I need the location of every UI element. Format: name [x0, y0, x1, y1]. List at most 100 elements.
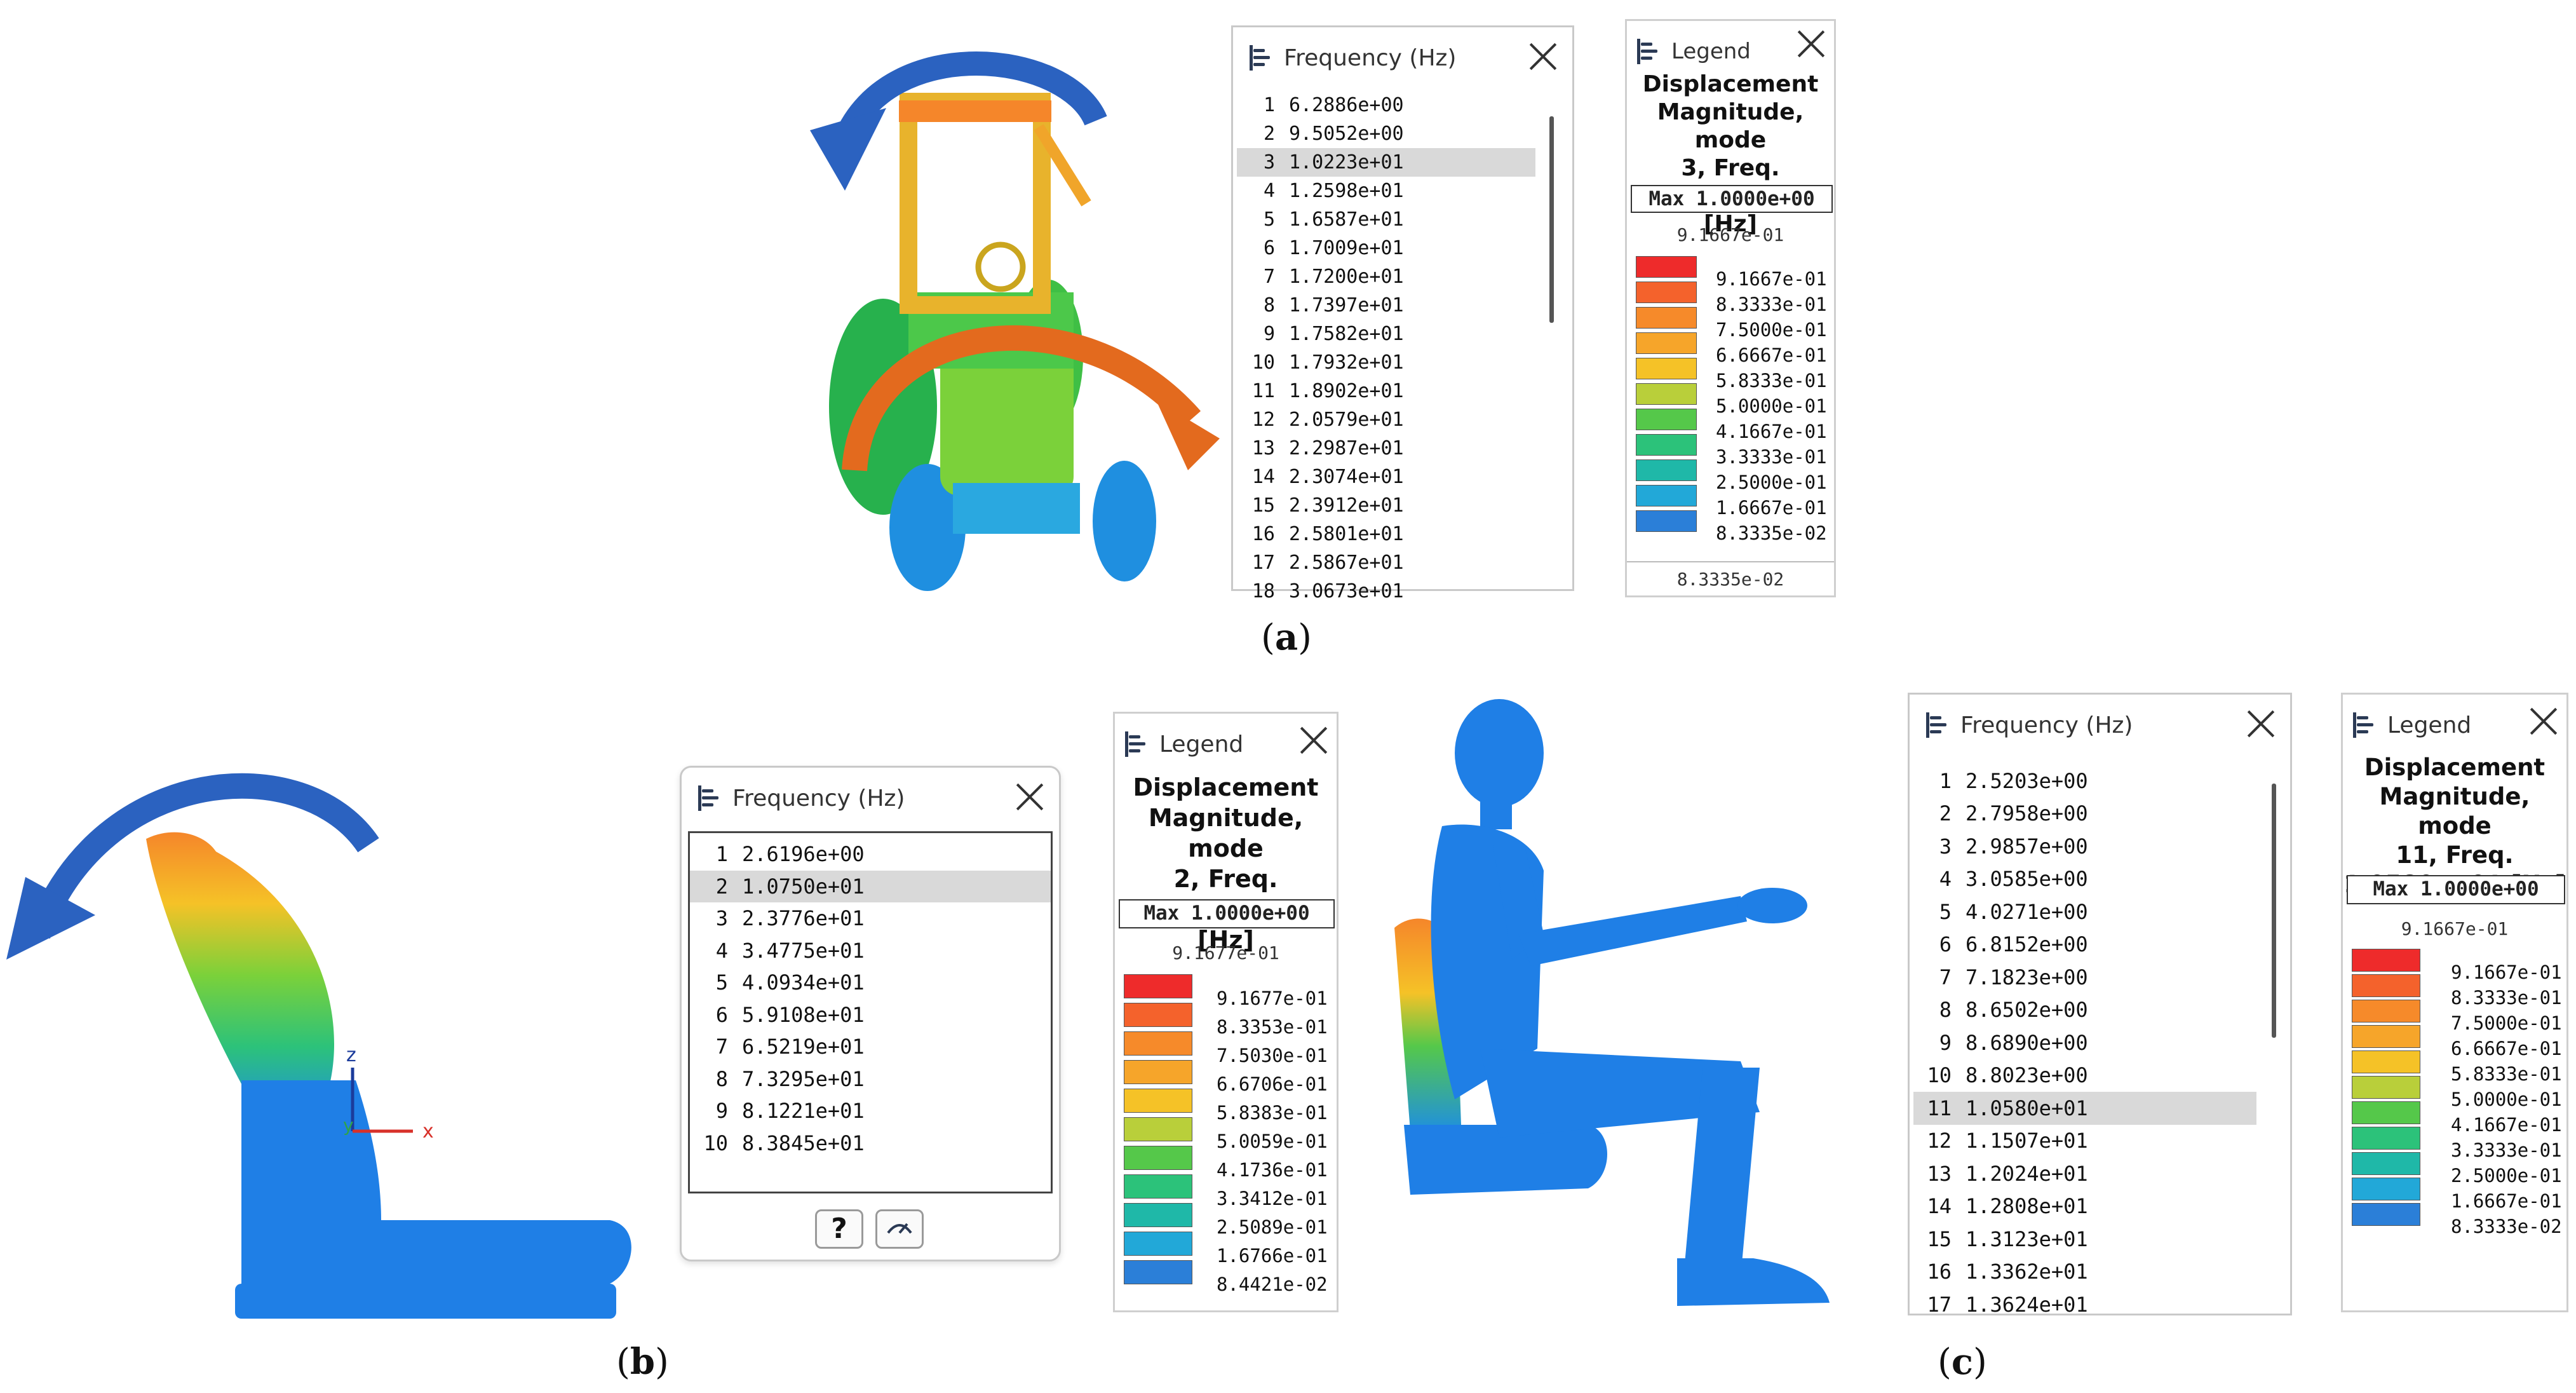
arrow-head-blue	[6, 877, 95, 960]
legend-heading-line: Magnitude, mode	[1657, 99, 1804, 153]
mode-number: 7	[1939, 965, 1952, 989]
close-icon[interactable]	[1796, 29, 1826, 59]
frequency-value: 2.5867e+01	[1289, 552, 1404, 574]
front-wheel-left	[889, 464, 966, 591]
frequency-value: 8.8023e+00	[1966, 1063, 2088, 1088]
steering-wheel	[975, 241, 1026, 292]
legend-heading-line: 11, Freq.	[2396, 841, 2514, 869]
caption-b: (b)	[616, 1341, 669, 1383]
settings-button[interactable]	[875, 1209, 924, 1249]
mode-number: 2	[1939, 801, 1952, 826]
close-icon[interactable]	[1528, 41, 1558, 72]
frequency-value: 5.9108e+01	[742, 1002, 865, 1027]
rotation-arrow-orange	[842, 325, 1201, 472]
frequency-value: 2.5203e+00	[1966, 768, 2088, 793]
legend-heading-line: Magnitude, mode	[2379, 783, 2530, 839]
mode-number: 5	[715, 970, 728, 995]
legend-swatch	[1636, 282, 1697, 303]
mode-number: 13	[1251, 437, 1275, 459]
frequency-value: 8.3845e+01	[742, 1131, 865, 1155]
rotation-arrow-blue	[833, 51, 1107, 145]
dummy-head	[1455, 699, 1544, 807]
legend-value: 2.5089e-01	[1217, 1216, 1328, 1238]
frequency-row[interactable]: 5 4.0271e+00	[1913, 895, 2256, 928]
help-button[interactable]: ?	[815, 1209, 863, 1249]
close-icon[interactable]	[2528, 706, 2559, 737]
frequency-value: 4.0271e+00	[1966, 899, 2088, 924]
mode-number: 5	[1939, 899, 1952, 924]
frequency-row[interactable]: 5 4.0934e+01	[690, 967, 1051, 999]
legend-value: 8.3333e-01	[1716, 293, 1827, 315]
dummy-arm	[1493, 845, 1544, 960]
close-icon[interactable]	[1015, 782, 1045, 812]
frequency-value: 1.1507e+01	[1966, 1129, 2088, 1153]
legend-heading-line: Displacement	[1642, 71, 1819, 97]
mode-number: 11	[1927, 1096, 1952, 1120]
legend-value: 9.1677e-01	[1217, 987, 1328, 1009]
close-icon[interactable]	[1298, 725, 1329, 756]
mode-number: 4	[1263, 180, 1275, 202]
close-icon[interactable]	[2246, 709, 2276, 739]
frequency-value: 2.3074e+01	[1289, 466, 1404, 488]
mode-number: 10	[1251, 351, 1275, 374]
mode-number: 1	[1263, 94, 1275, 116]
legend-swatch	[1636, 383, 1697, 405]
scrollbar[interactable]	[2272, 784, 2276, 1038]
max-value: Max 1.0000e+00	[1631, 185, 1833, 213]
axis-z-label: z	[346, 1044, 356, 1066]
scrollbar[interactable]	[1549, 116, 1554, 323]
caption-letter: b	[630, 1341, 656, 1383]
mode-number: 2	[1263, 123, 1275, 145]
frequency-icon	[698, 785, 722, 811]
frequency-value: 4.0934e+01	[742, 970, 865, 995]
frequency-value: 2.3776e+01	[742, 906, 865, 931]
